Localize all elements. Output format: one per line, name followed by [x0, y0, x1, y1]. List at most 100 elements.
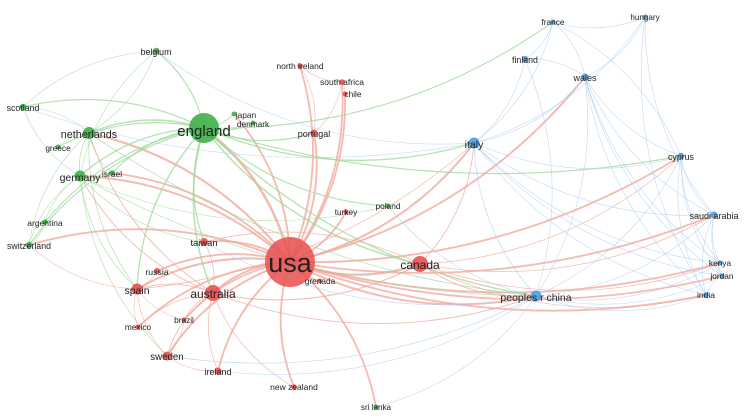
- label-scotland: scotland: [7, 103, 40, 113]
- node-france[interactable]: [550, 19, 556, 25]
- node-layer: [19, 14, 725, 410]
- node-chile[interactable]: [342, 91, 348, 97]
- node-scotland[interactable]: [19, 103, 27, 111]
- edge-netherlands-switzerland: [28, 132, 90, 246]
- node-netherlands[interactable]: [83, 127, 95, 139]
- node-china[interactable]: [530, 290, 542, 302]
- edge-canada-india: [419, 263, 707, 308]
- node-denmark[interactable]: [250, 120, 256, 126]
- edge-italy-jordan: [473, 142, 723, 277]
- node-usa[interactable]: [265, 237, 315, 287]
- edge-usa-wales: [289, 76, 586, 263]
- node-jordan[interactable]: [719, 273, 725, 279]
- edge-england-argentina: [44, 127, 205, 223]
- edge-finland-france: [524, 21, 554, 60]
- node-spain[interactable]: [131, 283, 143, 295]
- edge-netherlands-belgium: [88, 50, 157, 134]
- label-turkey: turkey: [335, 207, 358, 217]
- label-israel: israel: [102, 169, 122, 179]
- label-northireland: north ireland: [276, 61, 324, 71]
- node-northireland[interactable]: [297, 63, 303, 69]
- edge-canada-taiwan: [203, 231, 421, 265]
- node-japan[interactable]: [231, 111, 237, 117]
- edge-australia-newzealand: [212, 292, 295, 388]
- edge-italy-cyprus: [473, 142, 682, 169]
- edge-belgium-scotland: [22, 50, 157, 108]
- edge-saudiarabia-jordan: [711, 214, 723, 277]
- node-belgium[interactable]: [152, 47, 160, 55]
- edge-china-cyprus: [535, 155, 682, 297]
- node-newzealand[interactable]: [291, 384, 297, 390]
- label-denmark: denmark: [237, 119, 270, 129]
- node-cyprus[interactable]: [677, 152, 685, 160]
- edge-australia-canada: [212, 263, 421, 301]
- label-russia: russia: [145, 267, 168, 277]
- label-sweden: sweden: [150, 352, 183, 363]
- edge-ireland-china: [217, 295, 537, 375]
- edge-australia-china: [212, 292, 537, 325]
- edge-usa-saudiarabia: [289, 214, 715, 274]
- node-ireland[interactable]: [214, 367, 222, 375]
- edge-cyprus-india: [677, 155, 707, 296]
- node-italy[interactable]: [468, 137, 480, 149]
- node-poland[interactable]: [385, 203, 391, 209]
- label-argentina: argentina: [27, 218, 63, 228]
- edge-italy-hungary: [473, 16, 646, 144]
- label-belgium: belgium: [141, 47, 172, 57]
- edge-portugal-southafrica: [313, 81, 343, 134]
- node-england[interactable]: [189, 113, 219, 143]
- edge-england-china: [203, 127, 537, 297]
- label-australia: australia: [190, 287, 236, 301]
- node-brazil[interactable]: [181, 317, 187, 323]
- edge-canada-china: [419, 263, 537, 297]
- node-switzerland[interactable]: [25, 241, 33, 249]
- edge-wales-jordan: [584, 76, 723, 277]
- node-argentina[interactable]: [42, 219, 48, 225]
- edge-usa-switzerland: [28, 228, 291, 263]
- label-brazil: brazil: [174, 315, 194, 325]
- node-canada[interactable]: [412, 256, 428, 272]
- node-taiwan[interactable]: [200, 238, 208, 246]
- edge-germany-taiwan: [79, 175, 205, 243]
- edge-china-india: [535, 294, 707, 312]
- node-india[interactable]: [703, 292, 709, 298]
- node-australia[interactable]: [205, 285, 221, 301]
- edge-wales-saudiarabia: [584, 76, 715, 216]
- edge-scotland-germany: [22, 106, 81, 177]
- edge-netherlands-spain: [88, 132, 138, 290]
- node-mexico[interactable]: [135, 324, 141, 330]
- edge-italy-india: [473, 142, 707, 296]
- node-grenada[interactable]: [317, 278, 323, 284]
- label-wales: wales: [572, 73, 597, 83]
- edge-germany-poland: [79, 175, 389, 221]
- node-greece[interactable]: [55, 144, 61, 150]
- node-portugal[interactable]: [310, 129, 318, 137]
- node-southafrica[interactable]: [339, 79, 345, 85]
- node-wales[interactable]: [581, 73, 589, 81]
- edge-england-germany: [79, 127, 205, 177]
- edge-netherlands-scotland: [22, 106, 90, 134]
- edge-northireland-southafrica: [299, 65, 343, 83]
- node-saudiarabia[interactable]: [710, 211, 718, 219]
- label-usa: usa: [268, 248, 313, 278]
- node-finland[interactable]: [521, 55, 529, 63]
- edge-germany-spain: [79, 175, 138, 290]
- label-greece: greece: [45, 143, 71, 153]
- node-germany[interactable]: [74, 170, 86, 182]
- label-southafrica: south africa: [320, 77, 364, 87]
- edge-saudiarabia-kenya: [711, 214, 721, 264]
- node-israel[interactable]: [109, 170, 115, 176]
- node-srilanka[interactable]: [373, 404, 379, 410]
- node-sweden[interactable]: [162, 351, 172, 361]
- node-kenya[interactable]: [717, 260, 723, 266]
- label-mexico: mexico: [125, 322, 152, 332]
- edge-china-finland: [524, 58, 553, 297]
- node-russia[interactable]: [154, 268, 160, 274]
- node-turkey[interactable]: [343, 209, 349, 215]
- label-canada: canada: [400, 258, 440, 272]
- label-chile: chile: [344, 89, 361, 99]
- edge-germany-sweden: [79, 175, 168, 357]
- edge-usa-netherlands: [88, 131, 291, 263]
- node-hungary[interactable]: [642, 14, 648, 20]
